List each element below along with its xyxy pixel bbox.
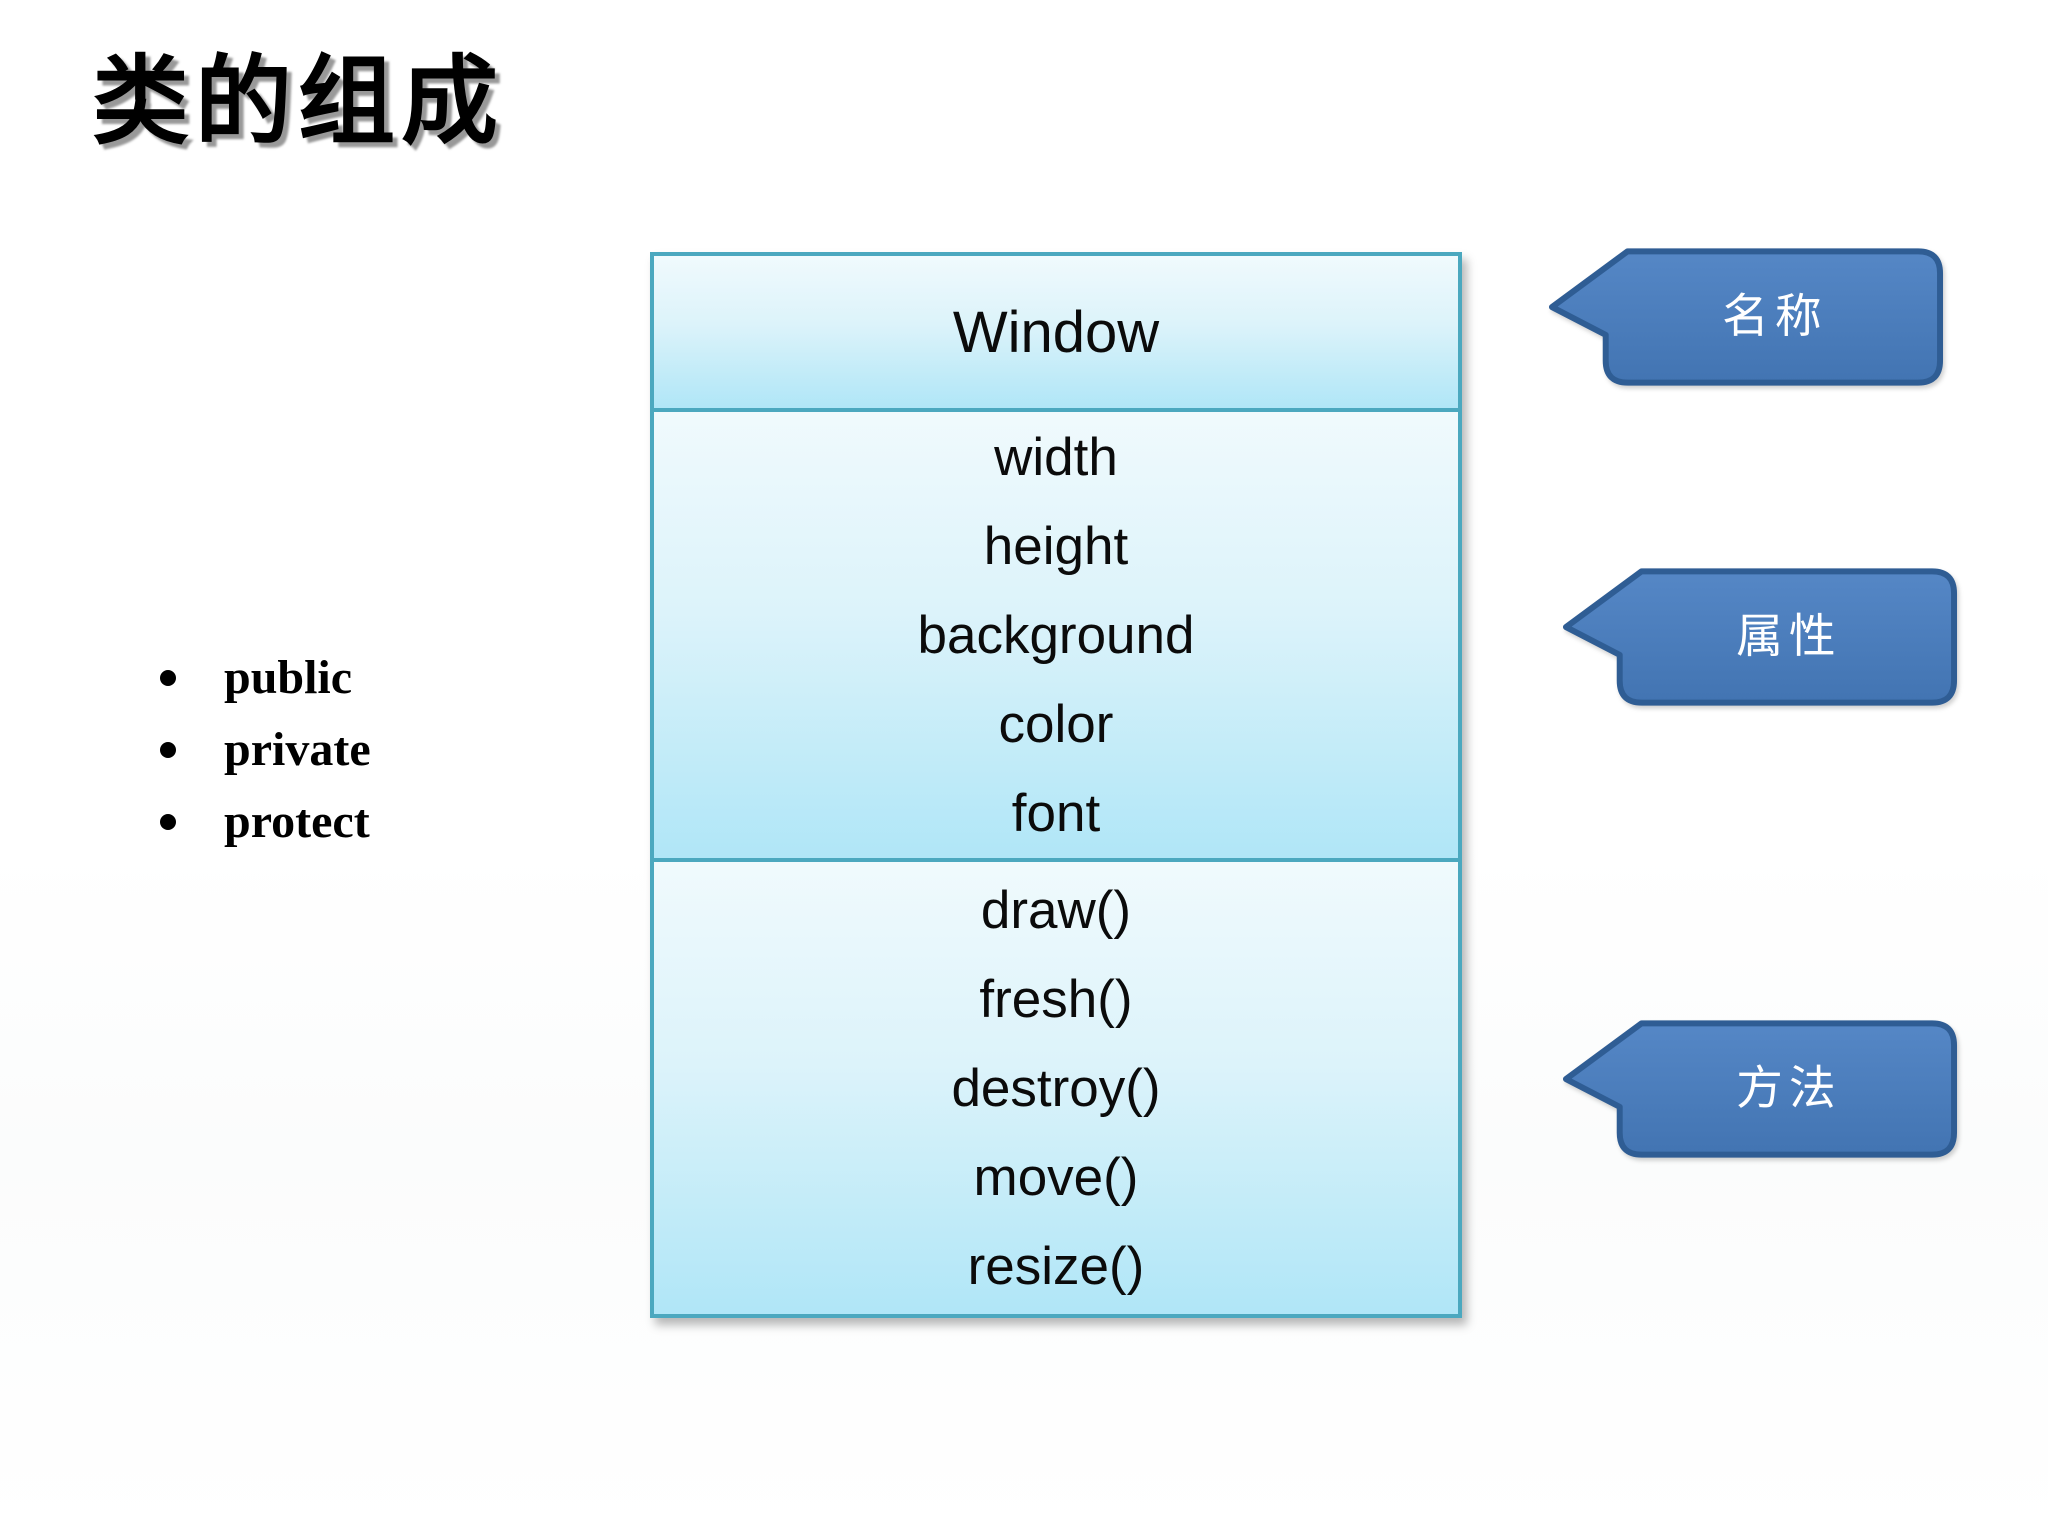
list-item: private <box>150 714 371 786</box>
method-item: destroy() <box>951 1058 1161 1118</box>
method-item: fresh() <box>979 969 1133 1029</box>
speech-bubble-icon: 属性 <box>1562 568 1958 706</box>
methods-compartment: draw() fresh() destroy() move() resize() <box>654 862 1458 1314</box>
method-item: move() <box>973 1147 1139 1207</box>
bullet-label: protect <box>224 795 370 848</box>
callout-label: 属性 <box>1736 611 1841 663</box>
list-item: public <box>150 642 371 714</box>
slide-title: 类的组成 <box>92 47 504 156</box>
callout-label: 方法 <box>1736 1063 1841 1115</box>
speech-bubble-shape <box>1562 568 1958 706</box>
list-item: protect <box>150 786 371 858</box>
attribute-item: width <box>994 427 1118 487</box>
class-name-compartment: Window <box>654 256 1458 412</box>
uml-class-box: Window width height background color fon… <box>650 252 1462 1318</box>
attribute-item: height <box>983 516 1129 576</box>
bullet-label: public <box>224 651 353 704</box>
attribute-item: font <box>1011 783 1101 843</box>
callout-attributes: 属性 <box>1562 566 1960 708</box>
speech-bubble-icon: 名称 <box>1548 248 1944 386</box>
attributes-compartment: width height background color font <box>654 412 1458 862</box>
attribute-item: background <box>917 605 1195 665</box>
bullet-icon <box>160 670 176 686</box>
speech-bubble-icon: 方法 <box>1562 1020 1958 1158</box>
bullet-icon <box>160 814 176 830</box>
method-item: resize() <box>967 1236 1145 1296</box>
callout-name: 名称 <box>1548 246 1946 388</box>
bullet-icon <box>160 742 176 758</box>
bullet-label: private <box>224 723 371 776</box>
speech-bubble-shape <box>1548 248 1944 386</box>
access-modifier-list: public private protect <box>150 642 371 858</box>
class-name: Window <box>952 299 1160 365</box>
attribute-item: color <box>998 694 1114 754</box>
callout-methods: 方法 <box>1562 1018 1960 1160</box>
callout-label: 名称 <box>1722 291 1827 343</box>
speech-bubble-shape <box>1562 1020 1958 1158</box>
method-item: draw() <box>980 880 1132 940</box>
